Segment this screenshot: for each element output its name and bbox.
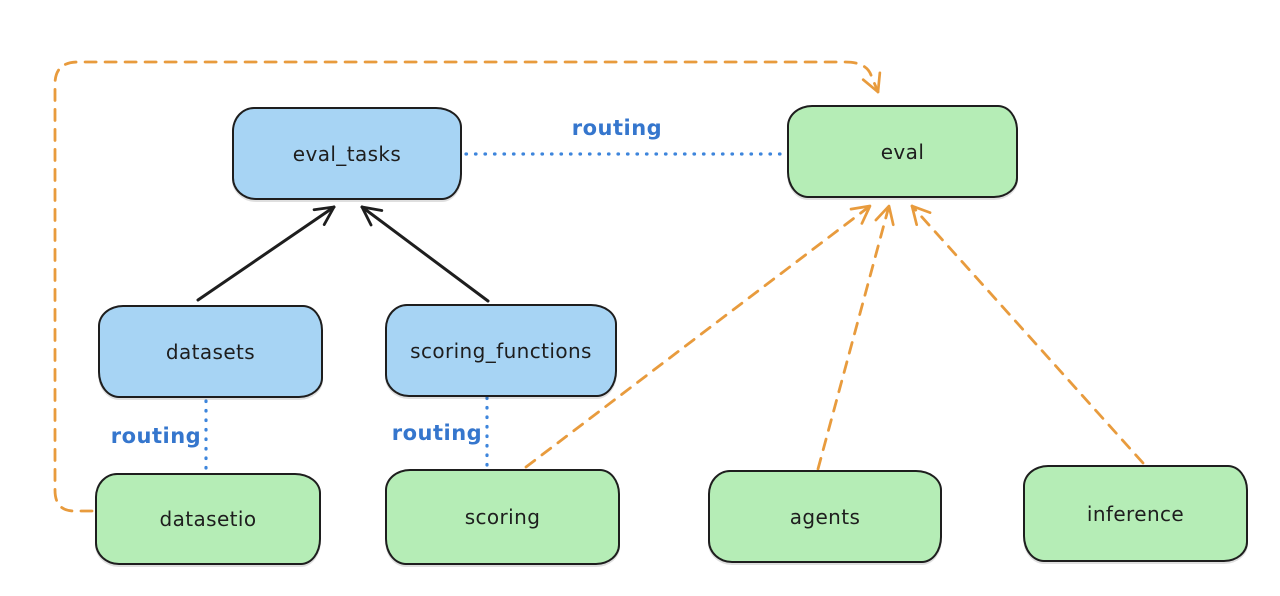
- node-scoring-label: scoring: [464, 505, 541, 529]
- node-eval-label: eval: [880, 139, 925, 164]
- node-inference-label: inference: [1086, 501, 1185, 526]
- node-scoring-functions-label: scoring_functions: [410, 338, 592, 363]
- edge-inference-to-eval: [910, 204, 1145, 465]
- node-eval: eval: [787, 105, 1018, 198]
- node-datasets-label: datasets: [165, 339, 256, 364]
- node-agents: agents: [708, 470, 942, 563]
- node-datasetio: datasetio: [95, 473, 321, 565]
- node-datasets: datasets: [98, 305, 323, 398]
- edge-scoring-functions-to-eval-tasks: [360, 205, 490, 303]
- edge-label-routing-datasets-datasetio: routing: [110, 424, 202, 448]
- node-inference: inference: [1023, 465, 1248, 562]
- node-agents-label: agents: [789, 504, 861, 529]
- edge-label-routing-eval-tasks-eval: routing: [571, 116, 663, 140]
- edge-label-routing-scoring-functions-scoring: routing: [391, 421, 483, 445]
- edge-agents-to-eval: [816, 204, 895, 471]
- edge-datasets-to-eval-tasks: [196, 205, 336, 302]
- node-eval-tasks: eval_tasks: [232, 107, 462, 200]
- node-scoring-functions: scoring_functions: [385, 304, 617, 397]
- node-eval-tasks-label: eval_tasks: [292, 141, 402, 166]
- node-datasetio-label: datasetio: [159, 507, 257, 531]
- node-scoring: scoring: [385, 469, 620, 565]
